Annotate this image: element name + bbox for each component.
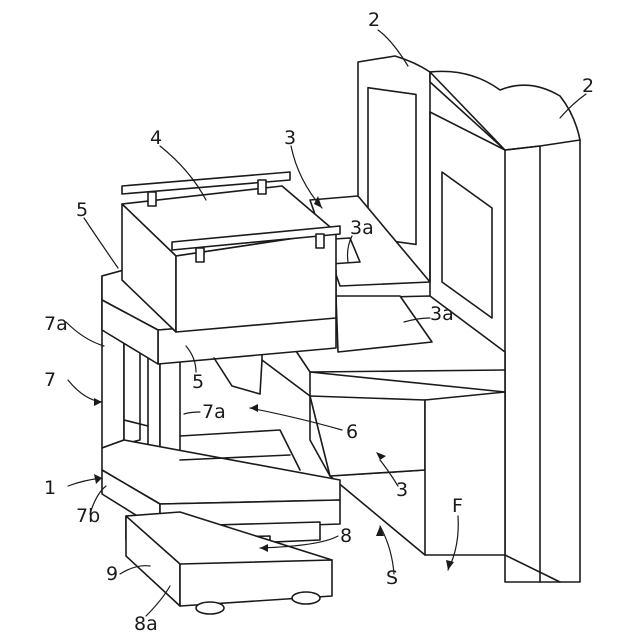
label-S: S [386, 567, 398, 589]
label-F: F [452, 495, 463, 517]
label-3-top: 3 [284, 127, 296, 149]
label-6: 6 [346, 421, 358, 443]
label-3a-lower: 3a [430, 303, 454, 325]
label-8: 8 [340, 525, 352, 547]
label-7b: 7b [76, 505, 100, 527]
label-7a-mid: 7a [202, 401, 226, 423]
unit-4 [122, 172, 340, 332]
label-9: 9 [106, 563, 118, 585]
label-7a-left: 7a [44, 313, 68, 335]
label-2-top: 2 [368, 9, 380, 31]
label-5-top: 5 [76, 199, 88, 221]
label-8a: 8a [134, 613, 158, 635]
label-3-bottom: 3 [396, 479, 408, 501]
label-1: 1 [44, 477, 56, 499]
label-4: 4 [150, 127, 162, 149]
label-7: 7 [44, 369, 56, 391]
label-3a-upper: 3a [350, 217, 374, 239]
label-2-right: 2 [582, 75, 594, 97]
label-5-mid: 5 [192, 371, 204, 393]
